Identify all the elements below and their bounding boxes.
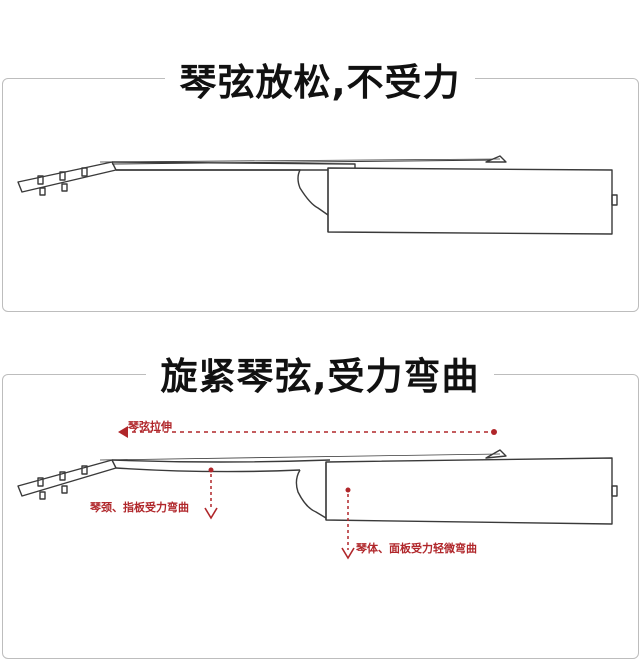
guitar-body <box>327 167 613 235</box>
neck-bend-label: 琴颈、指板受力弯曲 <box>90 501 189 514</box>
string <box>99 453 501 461</box>
tensioned-title: 旋紧琴弦,受力弯曲 <box>146 355 494 398</box>
end-pin <box>611 485 618 497</box>
neck <box>111 459 331 463</box>
annotation-marks <box>118 426 497 560</box>
body-bend-label: 琴体、面板受力轻微弯曲 <box>356 542 477 555</box>
string-tension-label: 琴弦拉伸 <box>128 420 172 433</box>
relaxed-title: 琴弦放松,不受力 <box>165 61 475 104</box>
body-bend-arrow-head <box>341 547 355 560</box>
body-bend-dot <box>345 487 351 493</box>
string <box>99 158 501 163</box>
relaxed-guitar-diagram <box>17 155 618 235</box>
tensioned-guitar-diagram <box>17 426 618 560</box>
neck-heel <box>295 469 327 519</box>
neck-bend-arrow-head <box>204 507 218 520</box>
tuning-pegs <box>37 167 88 196</box>
tuning-pegs <box>37 465 88 500</box>
neck-bend-dot <box>208 467 214 473</box>
guitar-outline-bent <box>17 449 618 525</box>
neck-heel <box>116 169 329 216</box>
end-pin <box>611 194 618 206</box>
tension-arrow-head <box>118 426 128 438</box>
tension-arrow-dot <box>491 429 497 435</box>
guitar-body <box>325 457 613 525</box>
guitar-outline <box>17 155 618 235</box>
